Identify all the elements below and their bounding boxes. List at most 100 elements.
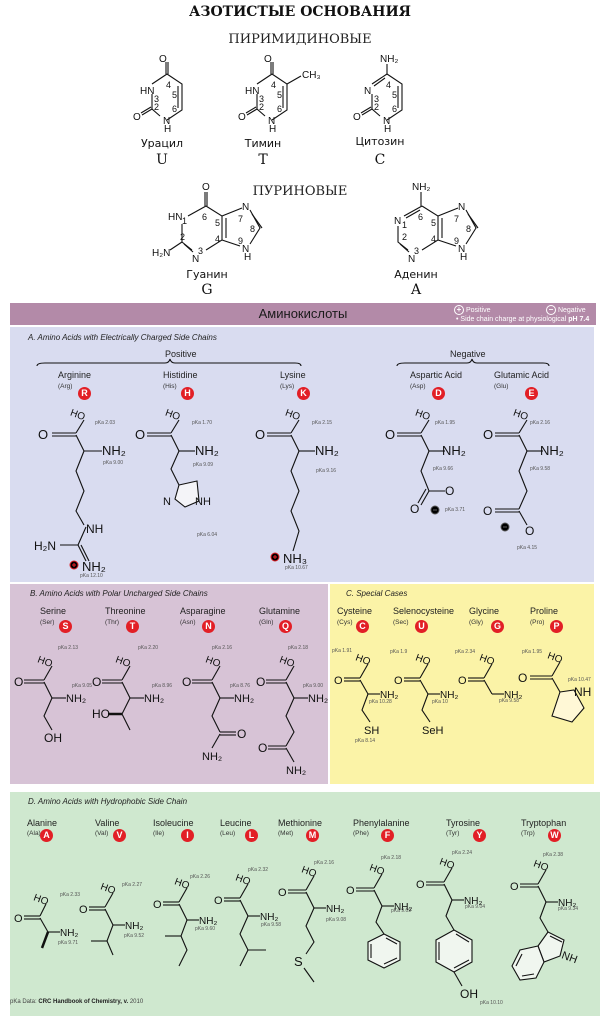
svg-text:S: S xyxy=(294,954,303,969)
svg-text:2: 2 xyxy=(180,232,185,242)
svg-text:NH₂: NH₂ xyxy=(144,693,164,705)
pka-tyr-cooh: pKa 2.24 xyxy=(452,850,473,856)
aa-aspartic-badge: D xyxy=(432,387,445,400)
svg-text:2: 2 xyxy=(402,232,407,242)
pka-glu-cooh: pKa 2.16 xyxy=(530,420,551,426)
svg-text:O: O xyxy=(182,675,191,689)
pka-lys-cooh: pKa 2.15 xyxy=(312,420,333,426)
svg-text:5: 5 xyxy=(277,90,282,100)
svg-text:HO: HO xyxy=(414,653,432,669)
svg-text:NH₂: NH₂ xyxy=(315,443,339,458)
aa-asparagine-abbr: (Asn) xyxy=(180,619,196,626)
svg-text:O: O xyxy=(255,427,265,442)
section-c-title: C. Special Cases xyxy=(346,589,408,598)
lysine-structure: HO O NH₂ NH₃ xyxy=(255,408,339,566)
svg-text:O: O xyxy=(135,427,145,442)
svg-text:HO: HO xyxy=(36,655,54,671)
positive-group-label: Positive xyxy=(165,349,197,359)
aa-asparagine-name: Asparagine xyxy=(180,606,226,616)
svg-text:H: H xyxy=(460,252,467,263)
svg-text:NH₂: NH₂ xyxy=(199,916,217,927)
svg-text:O: O xyxy=(483,504,492,518)
positive-bracket xyxy=(36,358,302,367)
svg-text:HN: HN xyxy=(168,212,182,223)
thymine-ch3: CH₃ xyxy=(302,70,321,81)
svg-text:HO: HO xyxy=(438,857,456,873)
aa-glutamic-abbr: (Glu) xyxy=(494,383,509,390)
aa-arginine-abbr: (Arg) xyxy=(58,383,73,390)
svg-text:3: 3 xyxy=(259,94,264,104)
svg-text:HO: HO xyxy=(114,655,132,671)
pka-his-side: pKa 6.04 xyxy=(197,532,218,538)
svg-text:4: 4 xyxy=(431,234,436,244)
svg-text:H: H xyxy=(384,124,391,135)
aa-glutamic-badge: E xyxy=(525,387,538,400)
svg-text:N: N xyxy=(408,254,415,265)
svg-text:HO: HO xyxy=(478,653,496,669)
aa-selenocysteine-name: Selenocysteine xyxy=(393,606,455,616)
svg-text:SH: SH xyxy=(364,725,379,737)
glycine-structure: HO O NH₂ xyxy=(458,653,522,701)
pka-asn-nh2: pKa 8.76 xyxy=(230,683,251,689)
section-b-title: B. Amino Acids with Polar Uncharged Side… xyxy=(30,589,208,598)
svg-text:HN: HN xyxy=(140,86,154,97)
pka-sec-nh2: pKa 10 xyxy=(432,699,448,705)
svg-text:N: N xyxy=(268,116,275,127)
svg-text:NH₂: NH₂ xyxy=(102,443,126,458)
aa-threonine-abbr: (Thr) xyxy=(105,619,120,626)
svg-text:O: O xyxy=(92,675,101,689)
aa-glutamine-name: Glutamine xyxy=(259,606,301,616)
alanine-structure: HO O NH₂ xyxy=(14,893,78,949)
pka-gly-cooh: pKa 2.34 xyxy=(455,649,476,655)
aa-lysine-name: Lysine xyxy=(280,370,306,380)
svg-text:2: 2 xyxy=(154,102,159,112)
section-hydrophobic: D. Amino Acids with Hydrophobic Side Cha… xyxy=(10,792,600,1016)
svg-text:HO: HO xyxy=(99,882,117,898)
aa-tyrosine-badge: Y xyxy=(473,829,486,842)
svg-text:NH₂: NH₂ xyxy=(464,896,482,907)
thymine-letter: T xyxy=(258,152,268,168)
svg-text:6: 6 xyxy=(392,104,397,114)
svg-text:NH₂: NH₂ xyxy=(60,928,78,939)
svg-text:NH₂: NH₂ xyxy=(442,443,466,458)
svg-text:HO: HO xyxy=(164,408,182,424)
guanine-name: Гуанин xyxy=(186,268,228,281)
svg-text:N: N xyxy=(383,116,390,127)
svg-text:HO: HO xyxy=(32,893,50,909)
thymine-name: Тимин xyxy=(244,137,282,150)
svg-text:H: H xyxy=(269,124,276,135)
svg-text:HO: HO xyxy=(173,877,191,893)
pka-val-cooh: pKa 2.27 xyxy=(122,882,143,888)
aa-histidine-abbr: (His) xyxy=(163,383,177,390)
aa-valine-name: Valine xyxy=(95,818,120,828)
svg-text:H: H xyxy=(244,252,251,263)
svg-text:O: O xyxy=(410,502,419,516)
pka-ser-nh2: pKa 9.05 xyxy=(72,683,93,689)
svg-text:5: 5 xyxy=(392,90,397,100)
pka-trp-cooh: pKa 2.38 xyxy=(543,852,564,858)
aa-serine-name: Serine xyxy=(40,606,67,616)
svg-text:O: O xyxy=(483,427,493,442)
aa-glycine-name: Glycine xyxy=(469,606,500,616)
aa-tyrosine-name: Tyrosine xyxy=(446,818,481,828)
svg-text:O: O xyxy=(518,671,527,685)
aa-methionine-name: Methionine xyxy=(278,818,323,828)
svg-text:5: 5 xyxy=(172,90,177,100)
svg-text:NH₂: NH₂ xyxy=(66,693,86,705)
pka-asp-side: pKa 3.71 xyxy=(445,507,466,513)
svg-text:HO: HO xyxy=(278,655,296,671)
pka-cys-nh2: pKa 10.28 xyxy=(369,699,392,705)
svg-text:O: O xyxy=(334,675,343,687)
svg-text:NH₂: NH₂ xyxy=(195,443,219,458)
svg-text:OH: OH xyxy=(460,987,478,1001)
aa-leucine-name: Leucine xyxy=(220,818,252,828)
svg-text:6: 6 xyxy=(418,212,423,222)
svg-text:NH₂: NH₂ xyxy=(308,693,328,705)
tyrosine-structure: HO O NH₂ OH xyxy=(416,857,482,1001)
svg-text:N: N xyxy=(242,202,249,213)
pka-ala-cooh: pKa 2.33 xyxy=(60,892,81,898)
svg-text:N: N xyxy=(394,216,401,227)
aa-cysteine-name: Cysteine xyxy=(337,606,373,616)
